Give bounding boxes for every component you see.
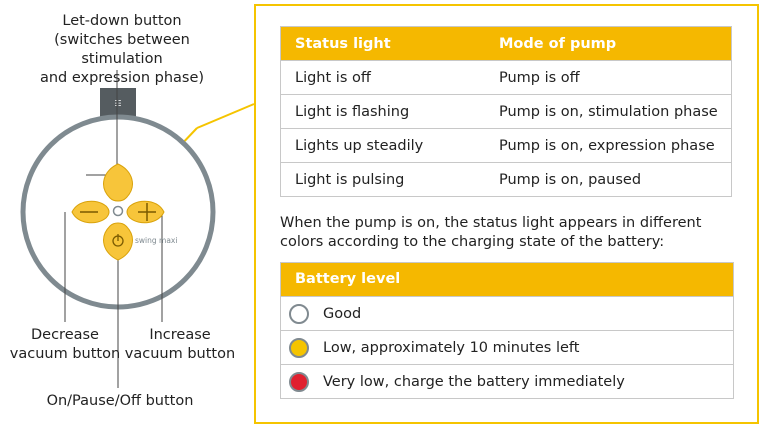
power-button: [103, 222, 133, 261]
letdown-button-label: Let-down button (switches between stimul…: [39, 13, 205, 86]
connector-line: [196, 103, 255, 129]
decrease-button-label: Decrease vacuum button: [9, 327, 121, 362]
table-row: Light is pulsing Pump is on, paused: [280, 162, 732, 197]
battery-row: Low, approximately 10 minutes left: [281, 330, 733, 364]
cell: Pump is on, paused: [485, 162, 732, 197]
header-status-light: Status light: [280, 26, 485, 61]
battery-row: Very low, charge the battery immediately: [281, 364, 733, 398]
battery-level-table: Battery level Good Low, approximately 10…: [280, 262, 734, 399]
low-indicator-icon: [289, 337, 309, 358]
battery-label: Low, approximately 10 minutes left: [323, 339, 580, 356]
table-row: Light is off Pump is off: [280, 60, 732, 95]
battery-row: Good: [281, 296, 733, 330]
table-row: Light is flashing Pump is on, stimulatio…: [280, 94, 732, 129]
header-mode: Mode of pump: [485, 26, 732, 61]
cell: Pump is on, expression phase: [485, 128, 732, 163]
cell: Pump is off: [485, 60, 732, 95]
cell: Pump is on, stimulation phase: [485, 94, 732, 129]
status-light-table: Status light Mode of pump Light is off P…: [280, 26, 732, 197]
cell: Light is pulsing: [280, 162, 485, 197]
increase-button-label: Increase vacuum button: [124, 327, 236, 362]
battery-label: Very low, charge the battery immediately: [323, 373, 625, 390]
cell: Light is off: [280, 60, 485, 95]
status-light: [112, 205, 124, 217]
battery-header: Battery level: [281, 263, 733, 296]
svg-text:☷: ☷: [114, 99, 121, 108]
good-indicator-icon: [289, 303, 309, 324]
very-low-indicator-icon: [289, 371, 309, 392]
info-panel: Status light Mode of pump Light is off P…: [254, 4, 759, 424]
cell: Light is flashing: [280, 94, 485, 129]
brand-text: swing maxi: [135, 236, 177, 245]
letdown-button: [103, 163, 133, 202]
cell: Lights up steadily: [280, 128, 485, 163]
pump-clip: [100, 88, 136, 118]
table-row: Lights up steadily Pump is on, expressio…: [280, 128, 732, 163]
power-button-label: On/Pause/Off button: [46, 393, 194, 409]
battery-label: Good: [323, 305, 362, 322]
battery-note: When the pump is on, the status light ap…: [280, 215, 702, 250]
